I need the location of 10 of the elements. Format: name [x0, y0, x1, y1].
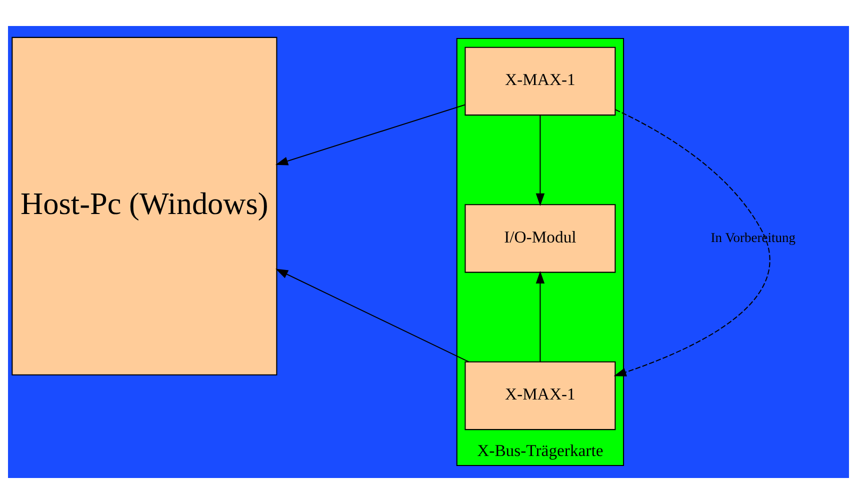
node-box: X-MAX-1	[464, 46, 616, 116]
node-box: Host-Pc (Windows)	[12, 36, 278, 375]
arrow	[276, 268, 469, 362]
arrow	[536, 270, 545, 362]
arrow	[275, 104, 466, 165]
arrow	[536, 114, 545, 206]
node-box: X-MAX-1	[464, 360, 616, 430]
arrow	[614, 108, 770, 376]
edge-label: In Vorbereitung	[710, 230, 796, 244]
node-box: I/O-Modul	[464, 204, 616, 272]
